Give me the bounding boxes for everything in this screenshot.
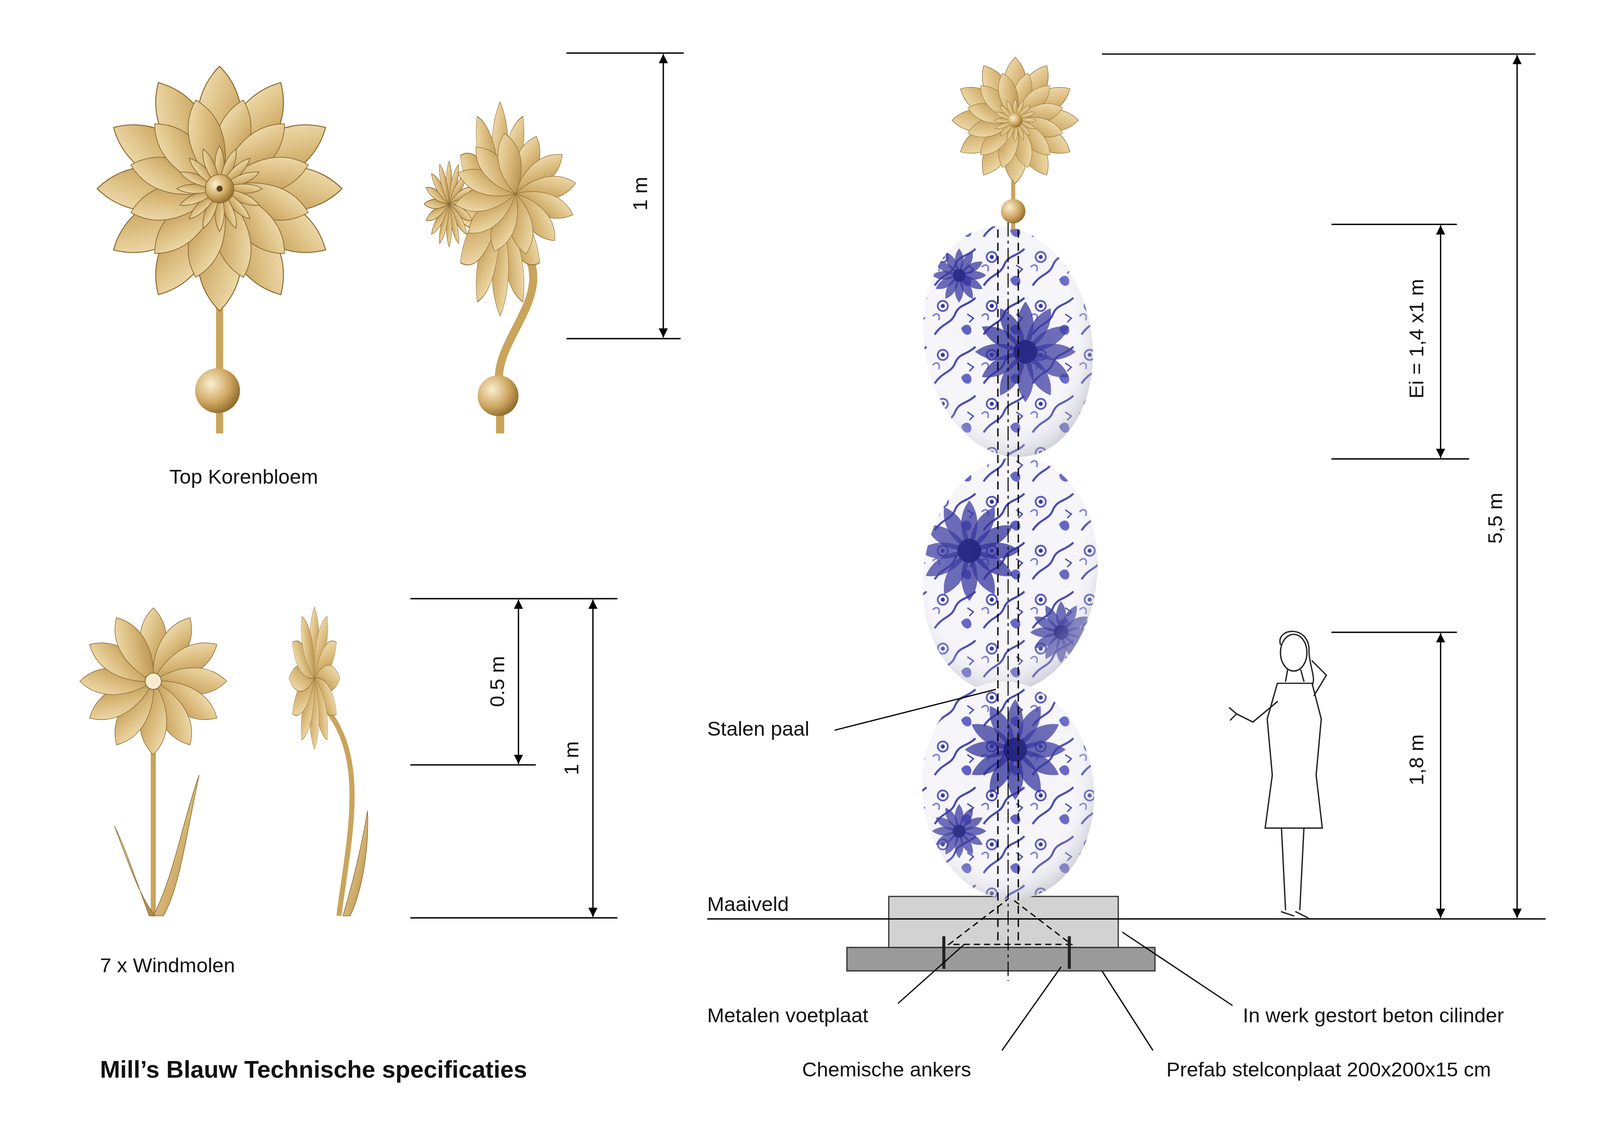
human-figure [1229,631,1327,919]
dimension-label: 1,8 m [1404,734,1428,786]
dimension-label: 1 m [559,741,583,776]
leader-lines [834,689,1233,1051]
title: Mill’s Blauw Technische specificaties [100,1055,528,1084]
windmolen-front [80,607,228,916]
part-label: In werk gestort beton cilinder [1242,1003,1504,1028]
dimension-label: 5,5 m [1483,492,1507,545]
steel-post [997,222,1019,982]
ground-label: Maaiveld [707,892,789,916]
view-caption: 7 x Windmolen [100,953,235,978]
korenbloem-front [97,66,343,434]
dimension-label: 0.5 m [485,656,509,708]
part-label: Stalen paal [707,716,810,740]
sculpture-top-flower [952,57,1079,230]
part-label: Chemische ankers [802,1057,972,1081]
dimension-label: 1 m [627,176,652,211]
ground-line [707,918,1546,920]
delft-eggs [905,212,1118,908]
part-label: Prefab stelconplaat 200x200x15 cm [1166,1057,1491,1081]
foundation [847,896,1155,972]
dimension-label: Ei = 1,4 x1 m [1404,278,1428,399]
korenbloem-side [424,102,594,434]
dimension-lines [410,52,1536,918]
windmolen-side [288,607,368,917]
view-caption: Top Korenbloem [169,465,319,489]
part-label: Metalen voetplaat [707,1003,869,1028]
